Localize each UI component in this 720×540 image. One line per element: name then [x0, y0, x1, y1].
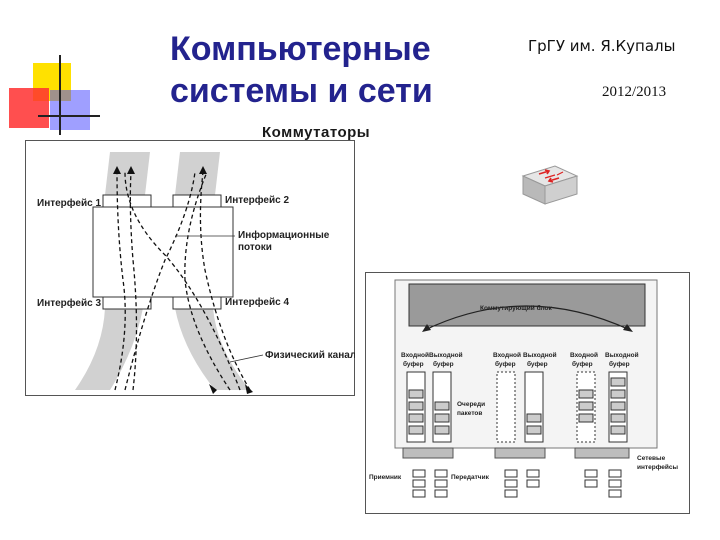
deco-blue-square — [50, 90, 90, 130]
switching-block-label: Коммутирующий блок — [480, 304, 552, 312]
network-interfaces-label-line1: Сетевые — [637, 455, 666, 462]
slide-title: Компьютерные системы и сети — [170, 28, 500, 112]
interface2-label: Интерфейс 2 — [225, 194, 289, 206]
slide-subtitle: Коммутаторы — [262, 124, 371, 141]
interface4-label: Интерфейс 4 — [225, 296, 289, 308]
svg-text:буфер: буфер — [403, 360, 424, 368]
switching-block — [408, 283, 646, 327]
info-flow-lines — [114, 171, 251, 391]
org-name: ГрГУ им. Я.Купалы — [528, 37, 676, 55]
network-interface-blocks — [402, 447, 630, 459]
receiver-label: Приемник — [369, 474, 402, 481]
info-flows-label-line2: потоки — [238, 242, 272, 253]
slide-decoration — [9, 55, 100, 135]
svg-text:Выходной: Выходной — [605, 351, 639, 359]
switch-architecture-diagram: Коммутирующий блок Входной буфер Выходно… — [365, 272, 690, 514]
svg-text:буфер: буфер — [495, 360, 516, 368]
packet-queues-label-line1: Очереди — [457, 401, 485, 408]
buffer-group-3: Входной буфер Выходной буфер — [570, 351, 639, 443]
interface3-label: Интерфейс 3 — [37, 297, 101, 309]
interface-box-1 — [102, 194, 152, 208]
svg-text:Входной: Входной — [493, 351, 521, 359]
slide-title-line1: Компьютерные — [170, 30, 431, 68]
buffer-group-1: Входной буфер Выходной буфер — [401, 351, 463, 443]
buffer-group-2: Входной буфер Выходной буфер — [493, 351, 557, 443]
slide-title-line2: системы и сети — [170, 72, 433, 110]
svg-text:буфер: буфер — [572, 360, 593, 368]
physical-channel-3 — [75, 308, 143, 390]
network-interfaces-label-line2: интерфейсы — [637, 463, 679, 471]
rx-tx-units — [412, 469, 622, 498]
switch-body — [92, 206, 234, 298]
svg-text:Выходной: Выходной — [429, 351, 463, 359]
svg-text:буфер: буфер — [609, 360, 630, 368]
svg-text:Входной: Входной — [401, 351, 429, 359]
flows-diagram: Интерфейс 1 Интерфейс 2 Интерфейс 3 Инте… — [25, 140, 355, 396]
interface1-label: Интерфейс 1 — [37, 197, 101, 209]
svg-text:буфер: буфер — [433, 360, 454, 368]
physical-channel-label: Физический канал — [265, 350, 355, 361]
academic-year: 2012/2013 — [602, 84, 667, 100]
interface-box-2 — [172, 194, 222, 208]
packet-queues-label-line2: пакетов — [457, 410, 482, 417]
switch-icon — [521, 165, 579, 205]
svg-text:Выходной: Выходной — [523, 351, 557, 359]
physical-channel-2 — [175, 152, 220, 195]
transmitter-label: Передатчик — [451, 474, 490, 481]
svg-text:Входной: Входной — [570, 351, 598, 359]
flow-arrowheads — [113, 166, 253, 394]
deco-red-square — [9, 88, 49, 128]
interface-box-4 — [172, 296, 222, 310]
info-flows-label-line1: Информационные — [238, 229, 330, 241]
interface-box-3 — [102, 296, 152, 310]
svg-text:буфер: буфер — [527, 360, 548, 368]
